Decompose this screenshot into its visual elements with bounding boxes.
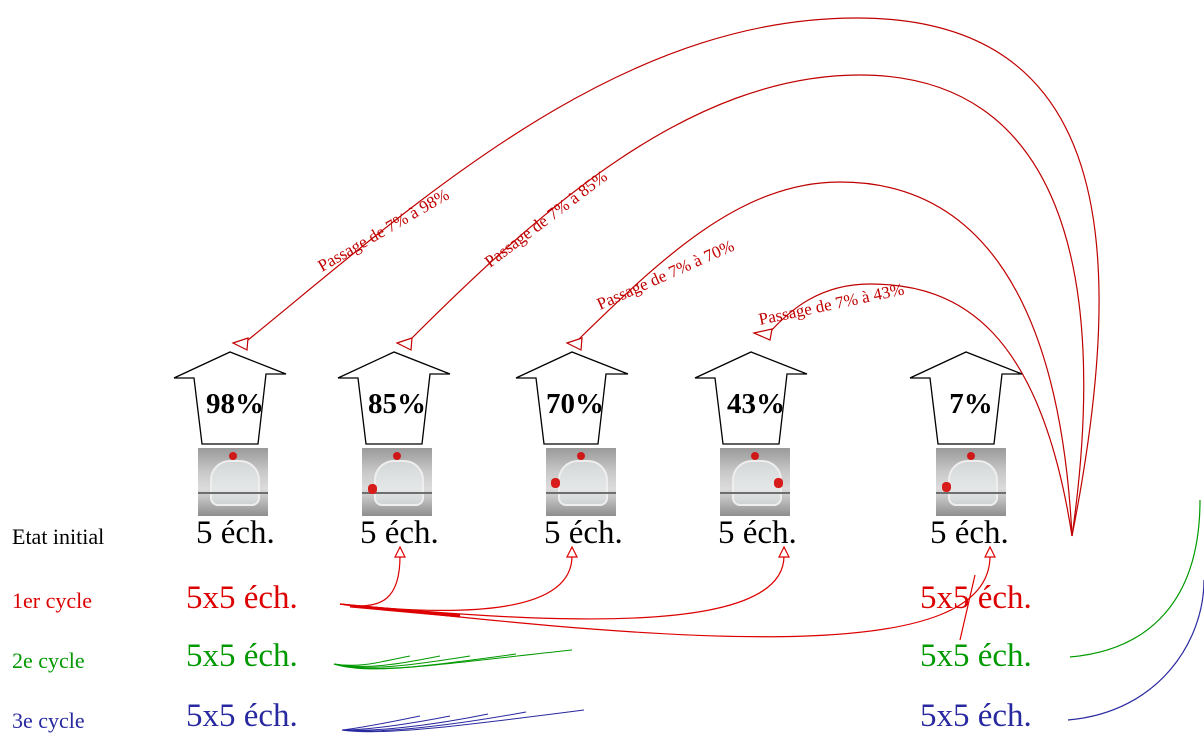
house-98: 98%	[173, 351, 287, 445]
cycle3-return-curve	[1067, 579, 1204, 721]
arrowhead-c1-70	[566, 545, 578, 558]
row-label-cycle2: 2e cycle	[12, 648, 85, 673]
cycle3-curve-e	[341, 715, 421, 731]
cycle1-curve-70	[339, 555, 573, 611]
cycle3-curve-d	[341, 715, 451, 731]
transfer-curves	[247, 17, 1100, 537]
initial-sample-85: 5 éch.	[360, 515, 439, 551]
desiccator-photo-85	[362, 448, 432, 516]
initial-sample-98: 5 éch.	[196, 515, 275, 551]
cycle1-curve-43	[339, 555, 785, 620]
curve-to-70	[577, 181, 1073, 537]
cycle3-sample-left: 5x5 éch.	[186, 698, 298, 734]
cycle1-sample-right: 5x5 éch.	[920, 580, 1032, 616]
cycle3-sample-right: 5x5 éch.	[920, 698, 1032, 734]
arrowhead-43	[752, 328, 773, 341]
cycle1-curve-7	[339, 555, 991, 638]
house-43: 43%	[694, 351, 808, 445]
transfer-label-85: Passage de 7% à 85%	[481, 167, 611, 271]
arrowhead-98	[231, 337, 249, 351]
row-label-cycle1: 1er cycle	[12, 588, 92, 613]
transfer-arrowheads	[231, 328, 773, 351]
cycle2-return-curve	[1069, 499, 1201, 658]
cycle2-fan	[333, 649, 573, 670]
cycle3-fan	[341, 709, 585, 733]
cycle1-slash	[959, 574, 976, 641]
cycle2-curve-e	[333, 655, 411, 666]
desiccator-photo-7	[936, 448, 1006, 516]
desiccator-photo-98	[198, 448, 268, 516]
initial-sample-7: 5 éch.	[930, 515, 1009, 551]
cycle2-sample-right: 5x5 éch.	[920, 638, 1032, 674]
cycle1-sample-left: 5x5 éch.	[186, 580, 298, 616]
transfer-label-70: Passage de 7% à 70%	[594, 236, 737, 314]
arrowhead-c1-7	[984, 545, 996, 558]
cycle2-sample-left: 5x5 éch.	[186, 638, 298, 674]
curve-to-43	[769, 283, 1073, 537]
house-label-7: 7%	[949, 388, 993, 420]
arrowhead-85	[395, 337, 413, 351]
cycle3-curve-a	[341, 709, 585, 733]
cycle3-curve-c	[341, 713, 489, 731]
house-70: 70%	[515, 351, 629, 445]
house-85: 85%	[337, 351, 451, 445]
arrowhead-c1-43	[778, 545, 790, 558]
arrowhead-70	[565, 337, 583, 351]
cycle1-arrowheads	[394, 545, 996, 558]
cycle1-curves	[339, 555, 991, 638]
row-label-initial: Etat initial	[12, 524, 105, 549]
desiccator-photo-43	[720, 448, 790, 516]
initial-sample-43: 5 éch.	[718, 515, 797, 551]
house-label-43: 43%	[727, 388, 785, 420]
arrowhead-c1-85	[394, 545, 406, 558]
transfer-label-43: Passage de 7% à 43%	[757, 280, 906, 329]
house-label-98: 98%	[206, 388, 264, 420]
house-label-70: 70%	[546, 388, 604, 420]
cycle1-curve-85	[339, 555, 401, 607]
transfer-label-98: Passage de 7% à 98%	[315, 185, 453, 276]
desiccator-photo-70	[546, 448, 616, 516]
row-label-cycle3: 3e cycle	[12, 708, 85, 733]
curve-to-98	[247, 17, 1100, 537]
curve-to-85	[409, 74, 1085, 537]
house-label-85: 85%	[368, 388, 426, 420]
cycle1-bundle	[349, 604, 461, 618]
house-7: 7%	[909, 351, 1023, 445]
initial-sample-70: 5 éch.	[544, 515, 623, 551]
